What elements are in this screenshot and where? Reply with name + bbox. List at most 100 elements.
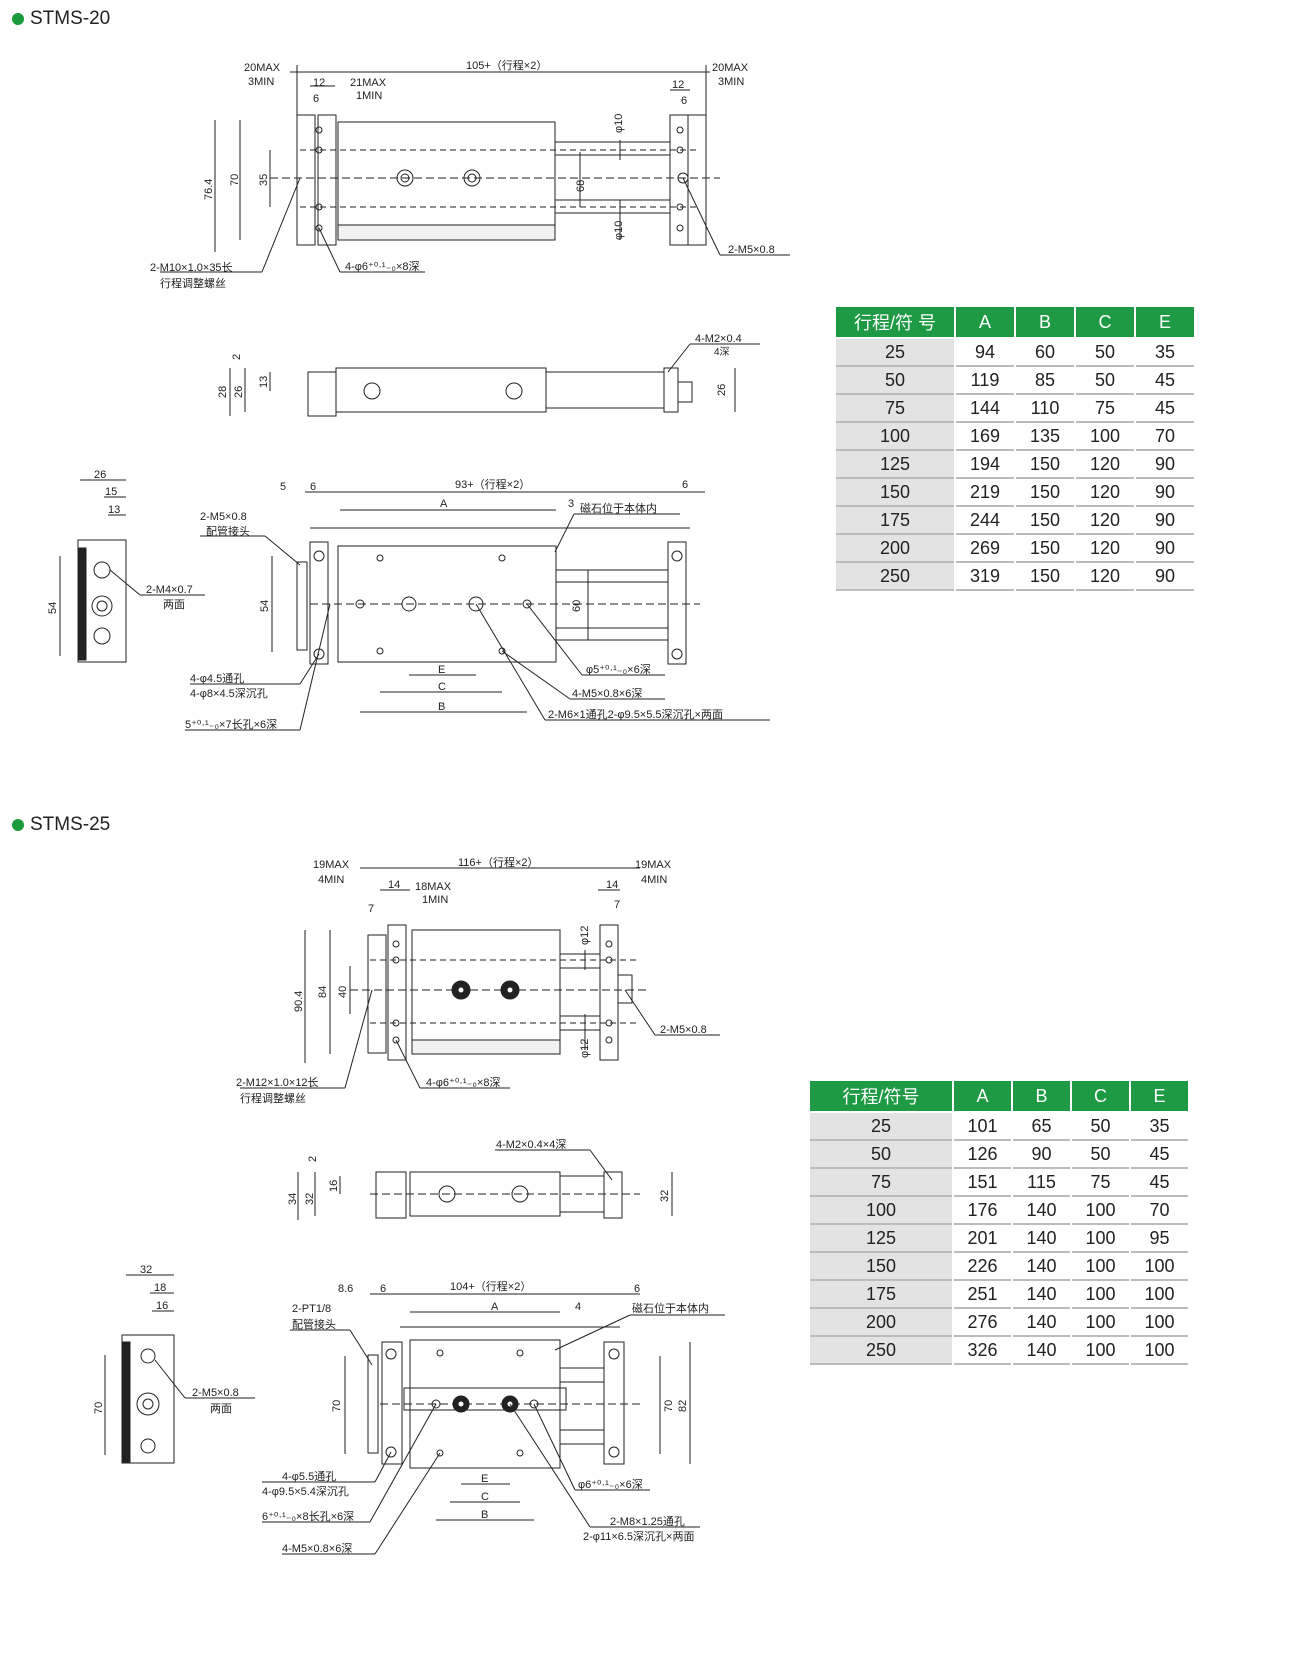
table-cell: 50 bbox=[1072, 1113, 1129, 1141]
dim-label: 6 bbox=[681, 95, 687, 107]
callout-label: 配管接头 bbox=[206, 524, 250, 538]
table-cell: 94 bbox=[956, 339, 1014, 367]
dim-label: 35 bbox=[258, 174, 270, 186]
column-header: C bbox=[1072, 1081, 1129, 1113]
callout-label: 2-M6×1通孔2-φ9.5×5.5深沉孔×两面 bbox=[548, 708, 723, 721]
callout-label: 两面 bbox=[163, 599, 185, 611]
table-cell: 90 bbox=[1136, 451, 1194, 479]
table-cell: 150 bbox=[1016, 507, 1074, 535]
table-cell: 150 bbox=[1016, 535, 1074, 563]
table-cell: 120 bbox=[1076, 451, 1134, 479]
dim-label: 12 bbox=[672, 79, 684, 91]
callout-label: 6⁺⁰·¹₋₀×8长孔×6深 bbox=[262, 1510, 354, 1523]
dim-label: 68 bbox=[575, 180, 587, 192]
dim-label: 18MAX bbox=[415, 881, 452, 893]
table-cell: 45 bbox=[1131, 1169, 1188, 1197]
callout-label: 4-M5×0.8×6深 bbox=[282, 1542, 352, 1555]
dim-label: 4 bbox=[575, 1301, 581, 1313]
table-cell: 100 bbox=[1131, 1337, 1188, 1365]
dim-label: 32 bbox=[304, 1193, 316, 1205]
table-cell: 100 bbox=[1072, 1197, 1129, 1225]
end-view-stms20 bbox=[59, 479, 205, 663]
top-view-stms25 bbox=[240, 867, 720, 1089]
table-cell: 120 bbox=[1076, 507, 1134, 535]
dim-label: 4MIN bbox=[318, 874, 344, 886]
stroke-cell: 250 bbox=[836, 563, 954, 591]
table-cell: 244 bbox=[956, 507, 1014, 535]
table-cell: 100 bbox=[1072, 1225, 1129, 1253]
column-header: C bbox=[1076, 307, 1134, 339]
table-cell: 90 bbox=[1136, 535, 1194, 563]
stroke-cell: 125 bbox=[810, 1225, 952, 1253]
dim-label: E bbox=[438, 664, 445, 676]
table-cell: 151 bbox=[954, 1169, 1011, 1197]
table-cell: 201 bbox=[954, 1225, 1011, 1253]
column-header: E bbox=[1136, 307, 1194, 339]
dim-label: 7 bbox=[614, 899, 620, 911]
section-title-stms25: STMS-25 bbox=[12, 814, 110, 836]
table-cell: 90 bbox=[1136, 563, 1194, 591]
dim-label: 116+（行程×2） bbox=[458, 856, 539, 869]
section-title-text: STMS-25 bbox=[30, 814, 111, 835]
table-cell: 45 bbox=[1136, 395, 1194, 423]
table-cell: 100 bbox=[1131, 1281, 1188, 1309]
dim-label: 14 bbox=[388, 879, 400, 891]
table-cell: 119 bbox=[956, 367, 1014, 395]
dim-label: 40 bbox=[337, 986, 349, 998]
table-cell: 50 bbox=[1072, 1141, 1129, 1169]
table-cell: 150 bbox=[1016, 451, 1074, 479]
dim-label: 26 bbox=[94, 469, 106, 481]
stroke-cell: 200 bbox=[810, 1309, 952, 1337]
table-cell: 35 bbox=[1131, 1113, 1188, 1141]
callout-label: 4-φ5.5通孔 bbox=[282, 1470, 336, 1483]
column-header: A bbox=[956, 307, 1014, 339]
dim-label: 13 bbox=[108, 504, 120, 516]
dim-label: 4MIN bbox=[641, 874, 667, 886]
table-cell: 100 bbox=[1072, 1253, 1129, 1281]
dim-label: 6 bbox=[634, 1283, 640, 1295]
callout-label: 4-φ8×4.5深沉孔 bbox=[190, 687, 268, 700]
dim-label: 12 bbox=[313, 77, 325, 89]
stroke-cell: 150 bbox=[810, 1253, 952, 1281]
side-view-stms20 bbox=[229, 343, 760, 417]
column-header: 行程/符 号 bbox=[836, 307, 954, 339]
callout-label: φ6⁺⁰·¹₋₀×6深 bbox=[578, 1478, 643, 1491]
dim-label: B bbox=[438, 701, 445, 713]
dim-label: 70 bbox=[331, 1400, 343, 1412]
dim-label: 34 bbox=[287, 1193, 299, 1205]
table-cell: 115 bbox=[1013, 1169, 1070, 1197]
stroke-cell: 75 bbox=[836, 395, 954, 423]
callout-label: 5⁺⁰·¹₋₀×7长孔×6深 bbox=[185, 718, 277, 731]
column-header: B bbox=[1016, 307, 1074, 339]
callout-label: 4-M2×0.4 bbox=[695, 333, 742, 345]
callout-label: 4深 bbox=[714, 346, 730, 358]
dim-label: 32 bbox=[659, 1190, 671, 1202]
table-cell: 326 bbox=[954, 1337, 1011, 1365]
table-cell: 126 bbox=[954, 1141, 1011, 1169]
callout-label: 两面 bbox=[210, 1403, 232, 1415]
table-cell: 50 bbox=[1076, 339, 1134, 367]
table-cell: 135 bbox=[1016, 423, 1074, 451]
callout-label: 2-M4×0.7 bbox=[146, 584, 193, 596]
table-cell: 140 bbox=[1013, 1225, 1070, 1253]
dim-label: 6 bbox=[682, 479, 688, 491]
dim-label: φ10 bbox=[613, 221, 625, 240]
dim-label: 5 bbox=[280, 481, 286, 493]
dim-label: 105+（行程×2） bbox=[466, 59, 547, 72]
callout-label: 2-M5×0.8 bbox=[192, 1387, 239, 1399]
dim-label: 8.6 bbox=[338, 1283, 353, 1295]
callout-label: 磁石位于本体内 bbox=[632, 1301, 709, 1315]
table-cell: 319 bbox=[956, 563, 1014, 591]
dim-label: 21MAX bbox=[350, 77, 387, 89]
callout-label: 2-M12×1.0×12长 bbox=[236, 1076, 319, 1089]
